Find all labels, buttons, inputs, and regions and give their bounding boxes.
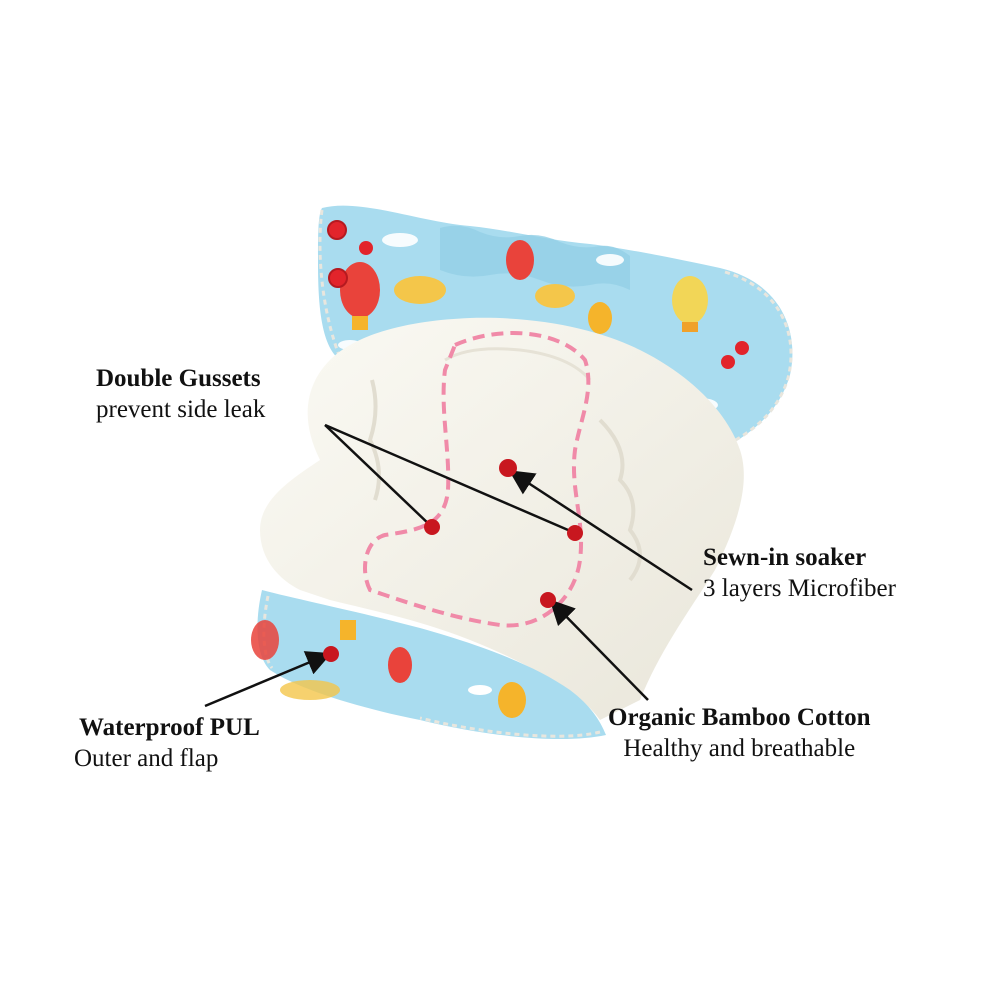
marker-pul xyxy=(323,646,339,662)
double-gussets-subtitle: prevent side leak xyxy=(96,396,266,423)
sewn-in-soaker-subtitle: 3 layers Microfiber xyxy=(703,575,896,602)
annotation-markers xyxy=(323,459,583,662)
marker-soaker xyxy=(499,459,517,477)
organic-bamboo-cotton-title: Organic Bamboo Cotton xyxy=(608,704,871,731)
organic-bamboo-cotton-label: Organic Bamboo Cotton Healthy and breath… xyxy=(608,703,871,765)
organic-bamboo-cotton-subtitle: Healthy and breathable xyxy=(623,735,856,762)
sewn-in-soaker-label: Sewn-in soaker 3 layers Microfiber xyxy=(703,543,896,605)
waterproof-pul-title: Waterproof PUL xyxy=(79,714,260,741)
double-gussets-label: Double Gussets prevent side leak xyxy=(96,364,265,426)
double-gussets-title: Double Gussets xyxy=(96,365,261,392)
sewn-in-soaker-title: Sewn-in soaker xyxy=(703,544,867,571)
snap-buttons xyxy=(327,220,749,369)
inner-fabric xyxy=(260,317,744,720)
marker-bamboo xyxy=(540,592,556,608)
waterproof-pul-label: Waterproof PUL Outer and flap xyxy=(74,713,260,775)
marker-gusset-left xyxy=(424,519,440,535)
soaker-outline xyxy=(363,331,591,628)
front-print-panel xyxy=(251,590,606,740)
annotation-lines xyxy=(204,423,693,708)
waterproof-pul-subtitle: Outer and flap xyxy=(74,745,219,772)
marker-gusset-right xyxy=(567,525,583,541)
